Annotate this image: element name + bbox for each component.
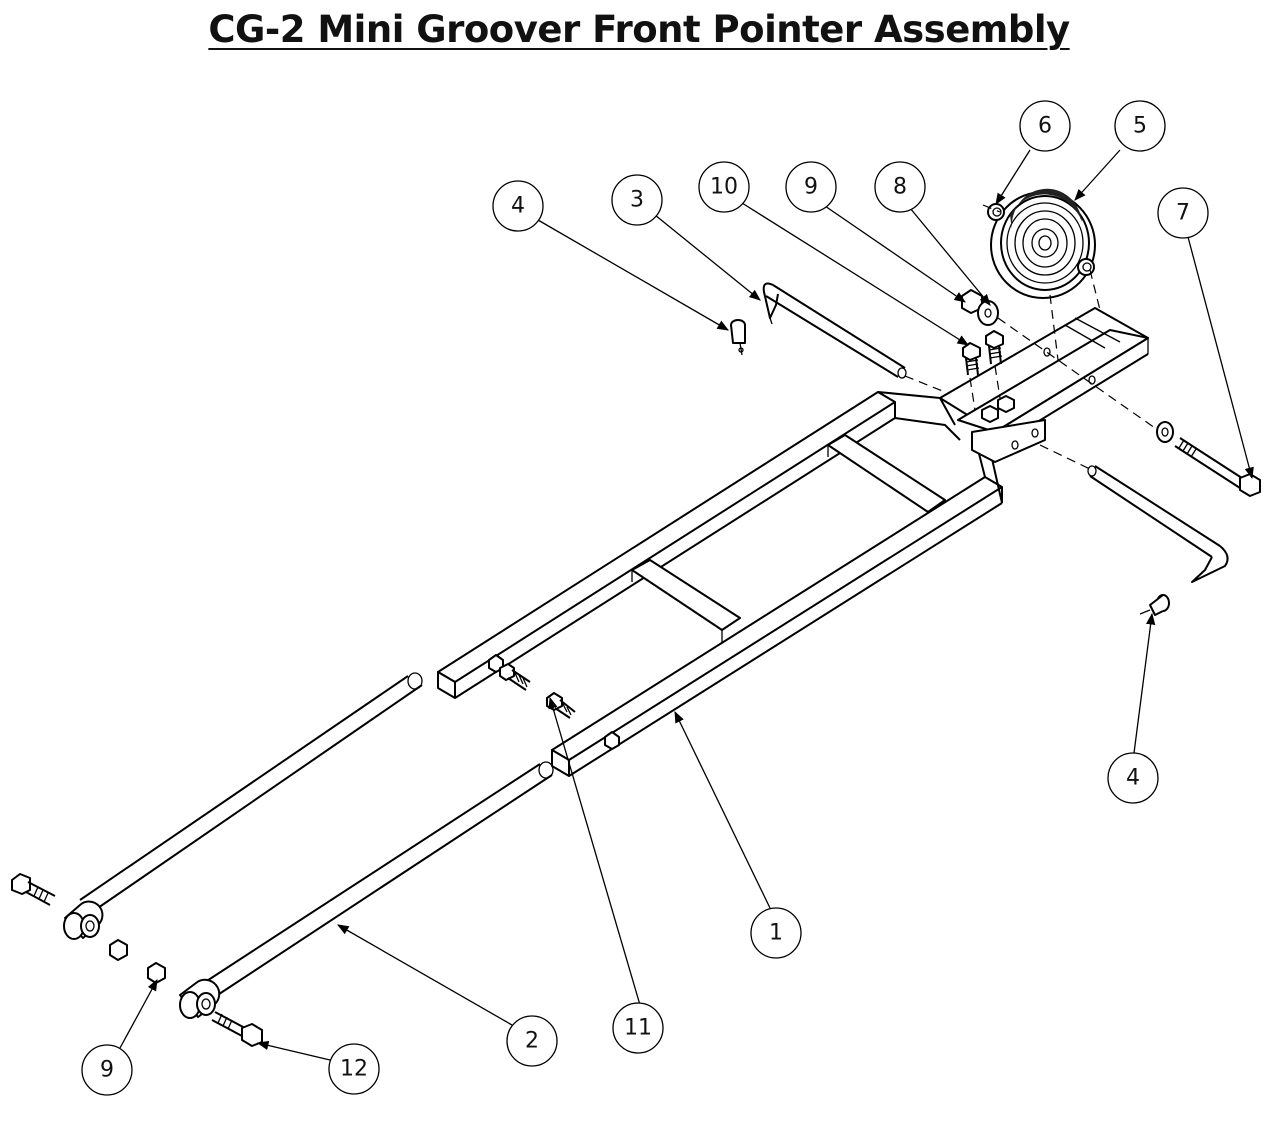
- arm-bolt-lower: [211, 1011, 263, 1047]
- pointer-tip-right: [1139, 594, 1170, 616]
- callout-label: 8: [893, 175, 907, 200]
- callout-label: 4: [511, 194, 525, 219]
- pointer-rod-right: [1087, 465, 1229, 583]
- callout-label: 11: [624, 1016, 652, 1041]
- callout-4-lower: 4: [1107, 752, 1159, 804]
- axle-bolt: [1156, 421, 1261, 497]
- pointer-arm-upper: [63, 672, 423, 940]
- pointer-tip-upper: [730, 319, 746, 356]
- callout-1: 1: [750, 907, 802, 959]
- callout-10: 10: [698, 161, 750, 213]
- rear-bolts: [962, 330, 1004, 376]
- callout-8: 8: [874, 161, 926, 213]
- front-bolt-upper: [499, 663, 531, 691]
- pointer-arm-lower: [179, 761, 554, 1019]
- callout-3: 3: [611, 174, 663, 226]
- pointer-rod-upper: [762, 282, 907, 379]
- callout-label: 10: [710, 175, 738, 200]
- callout-label: 1: [769, 921, 783, 946]
- callout-9-upper: 9: [785, 161, 837, 213]
- callout-label: 4: [1126, 766, 1140, 791]
- front-bolt-lower: [546, 692, 576, 719]
- main-frame: [437, 307, 1149, 777]
- callout-11: 11: [612, 1002, 664, 1054]
- arm-nut-upper: [109, 939, 128, 961]
- callout-6: 6: [1019, 100, 1071, 152]
- arm-bolt-upper: [11, 873, 56, 906]
- callout-12: 12: [328, 1043, 380, 1095]
- callout-label: 12: [340, 1057, 368, 1082]
- callout-5: 5: [1114, 100, 1166, 152]
- callout-label: 7: [1176, 201, 1190, 226]
- leader-lines: [119, 149, 1254, 1061]
- callout-label: 6: [1038, 114, 1052, 139]
- callout-9-lower: 9: [81, 1044, 133, 1096]
- callout-label: 5: [1133, 114, 1147, 139]
- wheel: [990, 188, 1096, 299]
- drawing-title: CG-2 Mini Groover Front Pointer Assembly: [208, 8, 1070, 51]
- callout-2: 2: [506, 1015, 558, 1067]
- axle-washer: [977, 300, 999, 326]
- callout-4-upper: 4: [492, 180, 544, 232]
- callout-label: 3: [630, 188, 644, 213]
- callout-7: 7: [1157, 187, 1209, 239]
- callout-label: 9: [100, 1058, 114, 1083]
- callout-label: 2: [525, 1029, 539, 1054]
- assembly-lines: [904, 204, 1156, 471]
- arm-nut-lower: [147, 962, 166, 984]
- callout-label: 9: [804, 175, 818, 200]
